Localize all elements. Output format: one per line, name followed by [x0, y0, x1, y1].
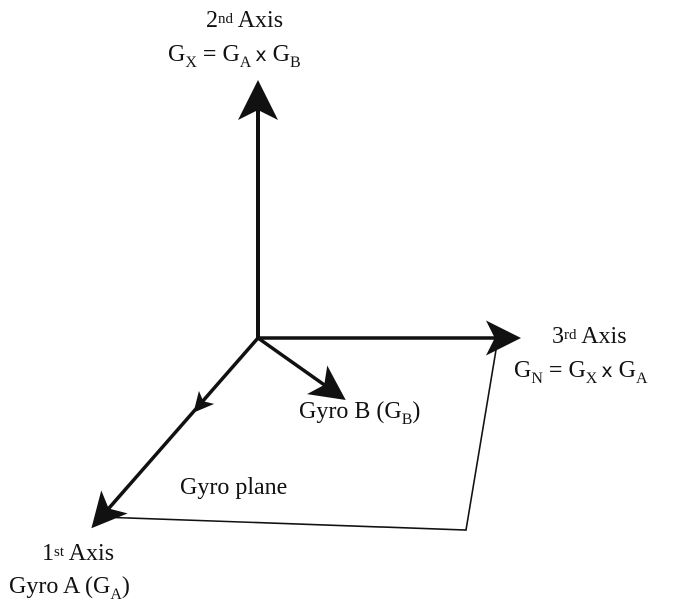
axis1-mid-arrow [193, 390, 215, 413]
formula-subscript: A [239, 54, 252, 71]
paren-close: ) [412, 398, 421, 424]
gyro-plane-label: Gyro plane [180, 474, 288, 500]
formula-symbol: G [514, 357, 532, 383]
gyro-b-label: Gyro B (GB) [299, 397, 420, 428]
axis3-title: 3rd Axis [552, 322, 627, 350]
axis2-ordinal: 2 [206, 7, 218, 33]
formula-subscript: X [585, 370, 598, 387]
cross-product-sign: x [255, 44, 267, 66]
axis1-ordinal: 1 [42, 540, 54, 566]
formula-symbol: G [168, 41, 186, 67]
formula-symbol: G [222, 41, 240, 67]
axis2-title: 2nd Axis [206, 6, 346, 34]
formula-symbol: G [272, 41, 290, 67]
formula-symbol: G [93, 573, 111, 599]
equals-sign: = [548, 357, 563, 383]
axis3-suffix: rd [564, 327, 577, 343]
gyro-b-arrow [256, 336, 346, 401]
formula-subscript: X [185, 54, 197, 71]
paren-open: ( [85, 573, 94, 599]
axis1-title: 1st Axis [42, 539, 114, 567]
cross-product-sign: x [601, 360, 613, 382]
paren-open: ( [376, 398, 385, 424]
formula-symbol: G [384, 398, 402, 424]
gyro-b-name: Gyro B [299, 398, 371, 424]
axis3-word: Axis [581, 323, 627, 349]
axis1-word: Axis [68, 540, 115, 566]
formula-subscript: B [401, 411, 413, 428]
gyro-a-name: Gyro A [9, 573, 80, 599]
gyro-a-label: Gyro A (GA) [9, 572, 130, 603]
formula-subscript: N [531, 370, 543, 387]
formula-symbol: G [568, 357, 586, 383]
axis1-suffix: st [54, 544, 65, 560]
formula-subscript: A [110, 586, 122, 603]
paren-close: ) [121, 573, 130, 599]
formula-subscript: A [635, 370, 648, 387]
formula-subscript: B [289, 54, 301, 71]
axis2-suffix: nd [218, 11, 233, 27]
axis3-ordinal: 3 [552, 323, 564, 349]
equals-sign: = [202, 41, 217, 67]
axis1-arrow [91, 336, 260, 529]
formula-symbol: G [618, 357, 636, 383]
axis2-word: Axis [237, 7, 284, 33]
